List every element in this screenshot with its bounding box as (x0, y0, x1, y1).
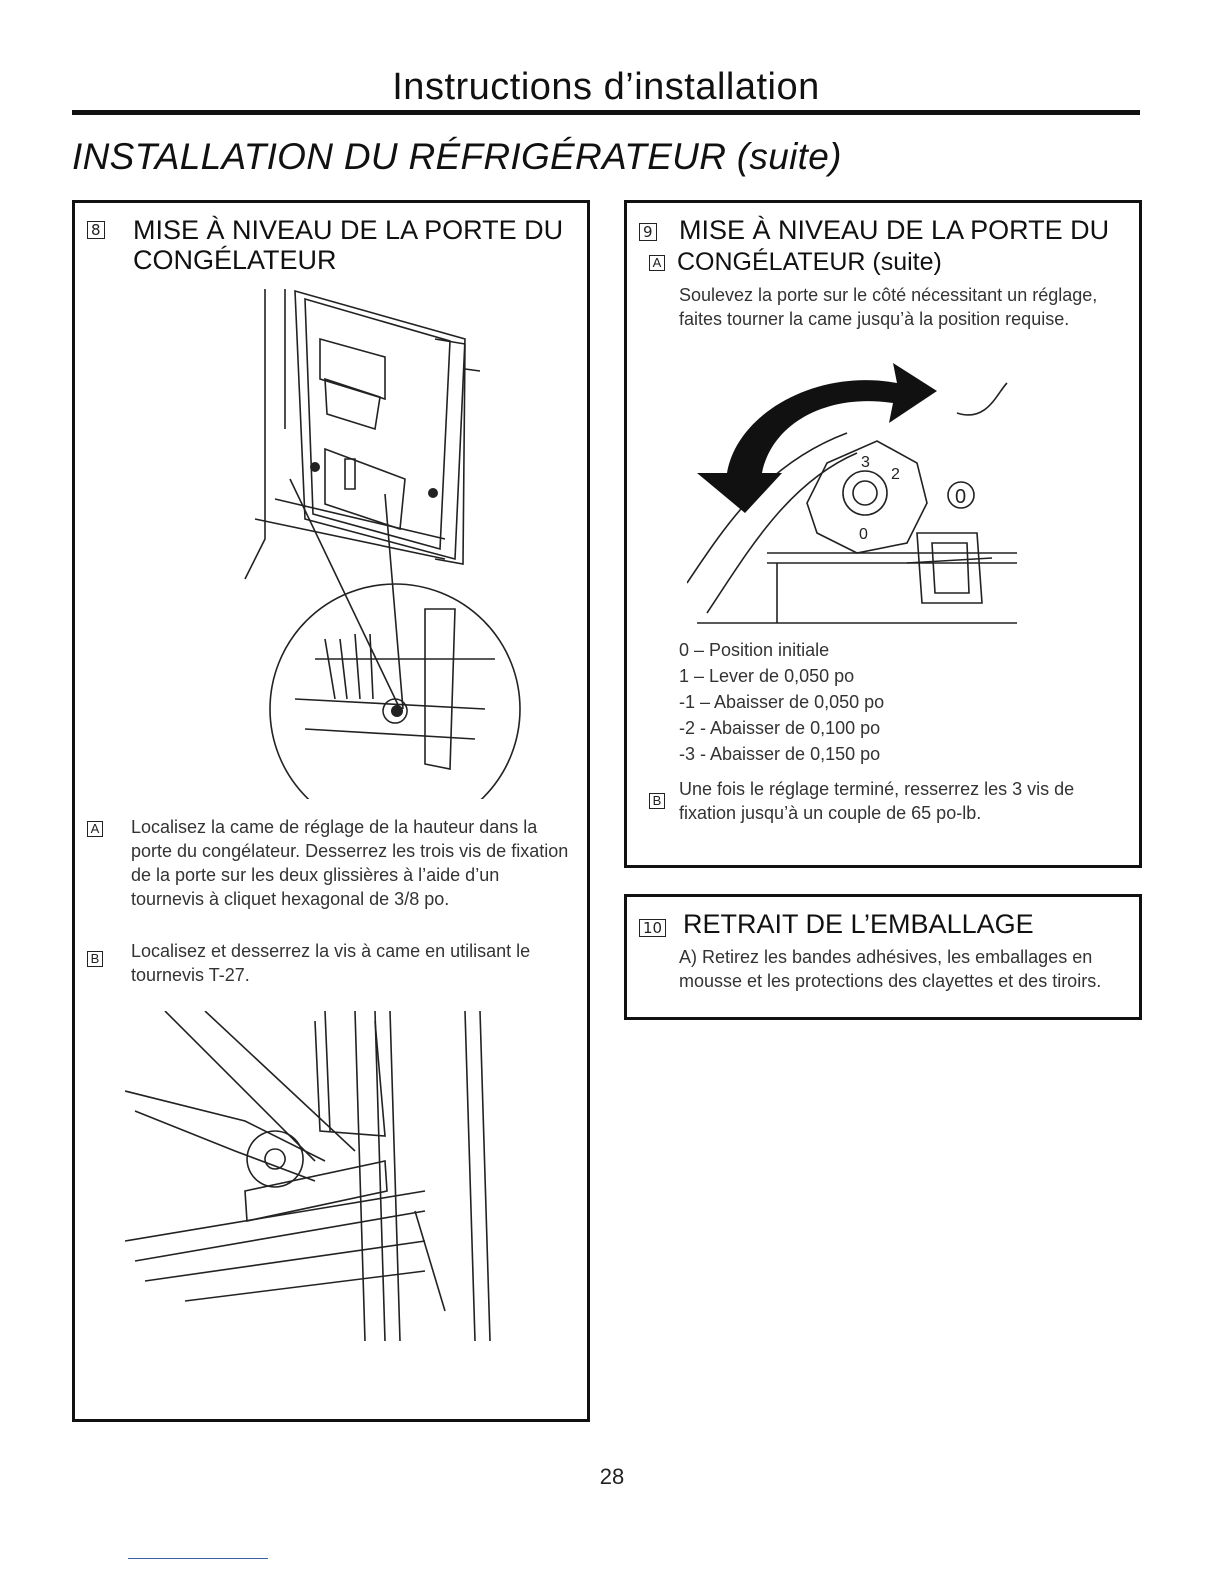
step8-panel: 8 MISE À NIVEAU DE LA PORTE DU CONGÉLATE… (72, 200, 590, 1422)
step8-a-text: Localisez la came de réglage de la haute… (131, 817, 569, 909)
step8-heading-line1: MISE À NIVEAU DE LA PORTE DU (133, 215, 564, 245)
freezer-door-illustration (244, 289, 521, 799)
cam-label-right: 2 (891, 466, 900, 483)
position-item: -2 - Abaisser de 0,100 po (679, 718, 881, 738)
cam-label-top: 3 (861, 454, 870, 471)
step9-heading-line2: CONGÉLATEUR (suite) (677, 248, 942, 276)
section-title: INSTALLATION DU RÉFRIGÉRATEUR (suite) (72, 136, 842, 177)
position-item: 1 – Lever de 0,050 po (679, 666, 855, 686)
header-rule (72, 110, 1140, 115)
position-item: -3 - Abaisser de 0,150 po (679, 744, 881, 764)
step8-a-label: A (87, 821, 103, 837)
cam-rotation-illustration: 3 2 0 0 (687, 363, 1017, 624)
step10-a-text: A) Retirez les bandes adhésives, les emb… (679, 947, 1102, 991)
step8-heading-line2: CONGÉLATEUR (133, 245, 337, 275)
page-number: 28 (599, 1464, 625, 1489)
step9-b-text: Une fois le réglage terminé, resserrez l… (679, 779, 1075, 823)
cam-label-bottom: 0 (859, 526, 868, 543)
cam-label-outside: 0 (955, 486, 966, 508)
step9-b-label: B (649, 793, 665, 809)
step10-number: 10 (639, 919, 667, 937)
step10-panel: 10 RETRAIT DE L’EMBALLAGE A) Retirez les… (624, 894, 1142, 1020)
page-header-title: Instructions d’installation (392, 66, 820, 108)
step9-number: 9 (639, 223, 657, 241)
step9-panel: 9 MISE À NIVEAU DE LA PORTE DU A CONGÉLA… (624, 200, 1142, 868)
step8-b-label: B (87, 951, 103, 967)
position-item: 0 – Position initiale (679, 640, 830, 660)
step9-a-text: Soulevez la porte sur le côté nécessitan… (679, 285, 1098, 329)
position-item: -1 – Abaisser de 0,050 po (679, 692, 885, 712)
step9-a-label: A (649, 255, 665, 271)
cam-screw-illustration (125, 1011, 491, 1341)
step8-b-text: Localisez et desserrez la vis à came en … (131, 941, 531, 985)
footer-rule (128, 1558, 268, 1559)
position-list: 0 – Position initiale 1 – Lever de 0,050… (679, 637, 884, 767)
step10-heading: RETRAIT DE L’EMBALLAGE (683, 909, 1034, 939)
step8-number: 8 (87, 221, 105, 239)
step9-heading-line1: MISE À NIVEAU DE LA PORTE DU (679, 215, 1110, 245)
